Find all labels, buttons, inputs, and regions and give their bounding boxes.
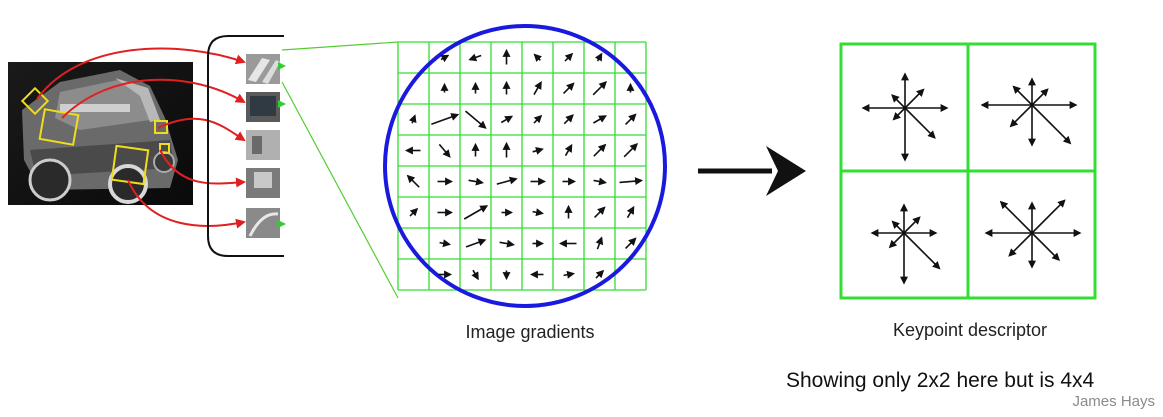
gradient-arrow — [624, 113, 637, 126]
gradient-arrow — [533, 114, 543, 124]
gradient-arrow — [626, 205, 635, 219]
gradient-arrow — [595, 236, 604, 250]
gradient-arrow — [593, 115, 607, 124]
gradient-arrow — [439, 239, 451, 248]
credit-text: James Hays — [1072, 393, 1155, 410]
gradient-arrow — [496, 176, 518, 185]
gradient-arrow — [499, 239, 515, 248]
gradient-arrow — [471, 269, 479, 281]
gradient-arrow — [406, 174, 420, 188]
gradient-arrow — [465, 110, 487, 129]
descriptor-arrow — [1008, 232, 1033, 257]
keypoint-box — [38, 108, 80, 146]
projection-lines — [281, 41, 399, 299]
descriptor-arrow — [999, 200, 1033, 234]
descriptor-arrow — [903, 232, 941, 270]
descriptor-arrow — [1031, 88, 1049, 106]
gradient-arrow — [624, 237, 637, 250]
patch-thumbnails — [207, 35, 286, 257]
gradient-arrow — [408, 114, 417, 124]
patch-thumb — [246, 130, 280, 160]
descriptor-arrow — [1031, 232, 1061, 262]
gradient-arrow — [468, 177, 484, 186]
keypoint-boxes — [20, 86, 170, 186]
keypoint-descriptor-grid — [839, 42, 1097, 300]
descriptor-arrow — [892, 107, 906, 121]
gradient-arrow — [533, 81, 542, 95]
gradient-arrow — [594, 52, 603, 62]
gradient-arrow — [500, 115, 514, 124]
gradient-arrow — [564, 52, 574, 62]
gradient-arrow — [465, 238, 487, 248]
gradient-arrow — [431, 113, 460, 126]
descriptor-histogram-arrows — [861, 72, 1082, 285]
gradient-grid — [397, 41, 647, 291]
right-arrow-icon — [698, 146, 806, 196]
note-text: Showing only 2x2 here but is 4x4 — [786, 369, 1095, 392]
gradient-arrow — [593, 206, 606, 219]
descriptor-arrow — [903, 216, 921, 234]
gradient-arrow — [409, 207, 419, 217]
descriptor-arrow — [1031, 104, 1072, 145]
gradient-arrow — [463, 205, 489, 220]
gradient-arrow — [564, 143, 573, 157]
keypoint-descriptor-label: Keypoint descriptor — [892, 320, 1048, 340]
descriptor-arrow — [891, 220, 905, 234]
gradient-arrow — [438, 143, 451, 158]
gradient-arrow — [532, 146, 544, 155]
gradient-arrow — [623, 143, 638, 158]
gradient-arrows — [404, 48, 644, 281]
gradient-arrow — [563, 114, 574, 125]
keypoint-box — [154, 120, 168, 134]
gradient-arrow — [593, 177, 607, 186]
descriptor-arrow — [888, 232, 905, 249]
gradient-arrow — [532, 208, 544, 217]
keypoint-box — [159, 143, 170, 154]
descriptor-arrow — [904, 88, 925, 109]
image-gradients-label: Image gradients — [465, 322, 595, 342]
gradient-arrow — [468, 53, 482, 62]
gradient-arrow — [619, 177, 644, 186]
descriptor-arrow — [1009, 104, 1033, 128]
gradient-arrow — [595, 269, 605, 279]
gradient-arrow — [440, 54, 450, 63]
gradient-arrow — [562, 82, 575, 95]
gradient-arrow — [593, 143, 607, 157]
descriptor-arrow — [1031, 199, 1066, 234]
keypoint-box — [110, 144, 150, 186]
descriptor-arrow — [891, 94, 906, 109]
descriptor-arrow — [904, 107, 936, 139]
gradient-arrow — [533, 53, 543, 63]
descriptor-arrow — [1012, 85, 1033, 106]
gaussian-window-circle — [383, 24, 667, 308]
gradient-arrow — [563, 270, 575, 279]
gradient-arrow — [592, 81, 607, 96]
